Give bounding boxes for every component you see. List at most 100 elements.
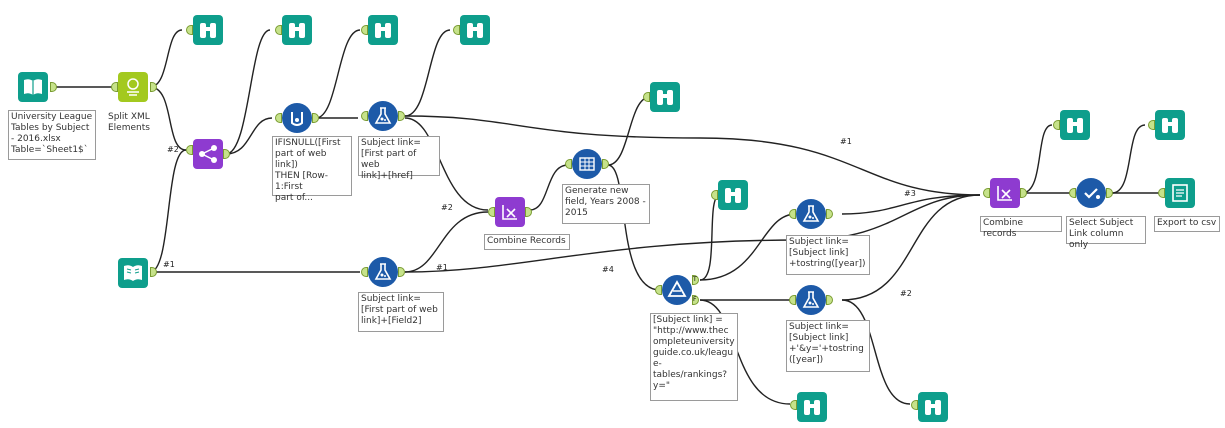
output-anchor[interactable] xyxy=(826,295,833,305)
input-anchor[interactable] xyxy=(361,25,368,35)
browse-tool[interactable] xyxy=(797,392,827,422)
formula-flask-icon xyxy=(374,263,392,280)
binoculars-icon xyxy=(657,90,673,105)
output-data-tool[interactable] xyxy=(1165,178,1195,208)
input-anchor[interactable] xyxy=(1053,120,1060,130)
binoculars-icon xyxy=(725,188,741,203)
edge-label: #1 xyxy=(436,263,448,272)
input-anchor[interactable] xyxy=(361,267,368,277)
input-anchor[interactable] xyxy=(1069,188,1076,198)
filter-icon xyxy=(667,280,687,297)
output-anchor[interactable] xyxy=(826,209,833,219)
browse-tool[interactable] xyxy=(650,82,680,112)
browse-tool[interactable] xyxy=(918,392,948,422)
browse-tool[interactable] xyxy=(718,180,748,210)
input-anchor[interactable] xyxy=(565,159,572,169)
union-tool[interactable] xyxy=(990,178,1020,208)
input-anchor[interactable] xyxy=(711,190,718,200)
input-anchor[interactable] xyxy=(911,400,918,410)
output-anchor[interactable] xyxy=(602,159,609,169)
output-anchor[interactable] xyxy=(223,149,230,159)
multi-row-formula-icon xyxy=(291,112,303,126)
binoculars-icon xyxy=(200,23,216,38)
xml-parse-icon xyxy=(127,78,139,96)
edge-label: #2 xyxy=(900,289,912,298)
connection xyxy=(404,29,451,117)
input-anchor[interactable] xyxy=(655,285,662,295)
input-anchor[interactable] xyxy=(275,25,282,35)
output-anchor[interactable] xyxy=(312,113,319,123)
connection xyxy=(841,194,981,301)
browse-tool[interactable] xyxy=(1060,110,1090,140)
generate-rows-tool[interactable] xyxy=(572,149,602,179)
false-anchor[interactable]: F xyxy=(692,295,699,305)
connection xyxy=(607,164,661,291)
output-label: Export to csv xyxy=(1154,216,1220,232)
true-anchor[interactable]: T xyxy=(692,275,699,285)
text-input-tool[interactable] xyxy=(118,258,148,288)
input-data-tool[interactable] xyxy=(18,72,48,102)
output-anchor[interactable] xyxy=(1020,188,1027,198)
output-anchor[interactable] xyxy=(1106,188,1113,198)
browse-tool[interactable] xyxy=(282,15,312,45)
output-anchor[interactable] xyxy=(398,111,405,121)
book-open-icon xyxy=(124,265,142,281)
input-anchor[interactable] xyxy=(789,295,796,305)
browse-tool[interactable] xyxy=(460,15,490,45)
input-anchor[interactable] xyxy=(488,207,495,217)
filter-tool[interactable] xyxy=(662,275,692,305)
formula-tool[interactable] xyxy=(368,101,398,131)
append-fields-tool[interactable] xyxy=(193,139,223,169)
input-anchor[interactable] xyxy=(1148,120,1155,130)
union-icon xyxy=(997,186,1012,201)
edge-label: #3 xyxy=(904,189,916,198)
formula-tool[interactable] xyxy=(368,257,398,287)
connection xyxy=(1021,124,1053,194)
input-anchor[interactable] xyxy=(789,209,796,219)
combine-records-2-label: Combine records xyxy=(980,216,1062,239)
connection xyxy=(149,149,187,273)
output-anchor[interactable] xyxy=(150,82,157,92)
browse-tool[interactable] xyxy=(1155,110,1185,140)
connection xyxy=(404,117,489,211)
connection xyxy=(404,115,981,196)
connection xyxy=(404,194,981,273)
union-tool[interactable] xyxy=(495,197,525,227)
input-anchor[interactable] xyxy=(983,188,990,198)
output-anchor[interactable] xyxy=(50,82,57,92)
select-tool[interactable] xyxy=(1076,178,1106,208)
connection xyxy=(404,211,489,273)
output-anchor[interactable] xyxy=(525,207,532,217)
formula-flask-icon xyxy=(802,205,820,222)
connection xyxy=(149,86,187,151)
xml-parse-tool[interactable] xyxy=(118,72,148,102)
union-icon xyxy=(502,205,517,220)
connection xyxy=(699,213,797,281)
input-anchor[interactable] xyxy=(361,111,368,121)
input-anchor[interactable] xyxy=(111,82,118,92)
browse-tool[interactable] xyxy=(193,15,223,45)
input-anchor[interactable] xyxy=(453,25,460,35)
formula-tool[interactable] xyxy=(796,285,826,315)
select-label: Select Subject Link column only xyxy=(1066,216,1146,250)
connection xyxy=(841,299,911,405)
connection xyxy=(315,29,361,119)
binoculars-icon xyxy=(1162,118,1178,133)
input-anchor[interactable] xyxy=(1158,188,1165,198)
input-anchor[interactable] xyxy=(790,400,797,410)
connection xyxy=(529,164,569,211)
browse-tool[interactable] xyxy=(368,15,398,45)
input-anchor[interactable] xyxy=(186,145,193,155)
output-anchor[interactable] xyxy=(150,267,157,277)
input-anchor[interactable] xyxy=(275,113,282,123)
input-anchor[interactable] xyxy=(186,25,193,35)
formula-amp-label: Subject link= [Subject link] +'&y='+tost… xyxy=(786,320,870,372)
connection xyxy=(1111,124,1146,194)
binoculars-icon xyxy=(804,400,820,415)
multi-row-formula-tool[interactable] xyxy=(282,103,312,133)
input-anchor[interactable] xyxy=(643,92,650,102)
false-anchor-label: F xyxy=(693,296,697,303)
formula-tool[interactable] xyxy=(796,199,826,229)
output-anchor[interactable] xyxy=(398,267,405,277)
